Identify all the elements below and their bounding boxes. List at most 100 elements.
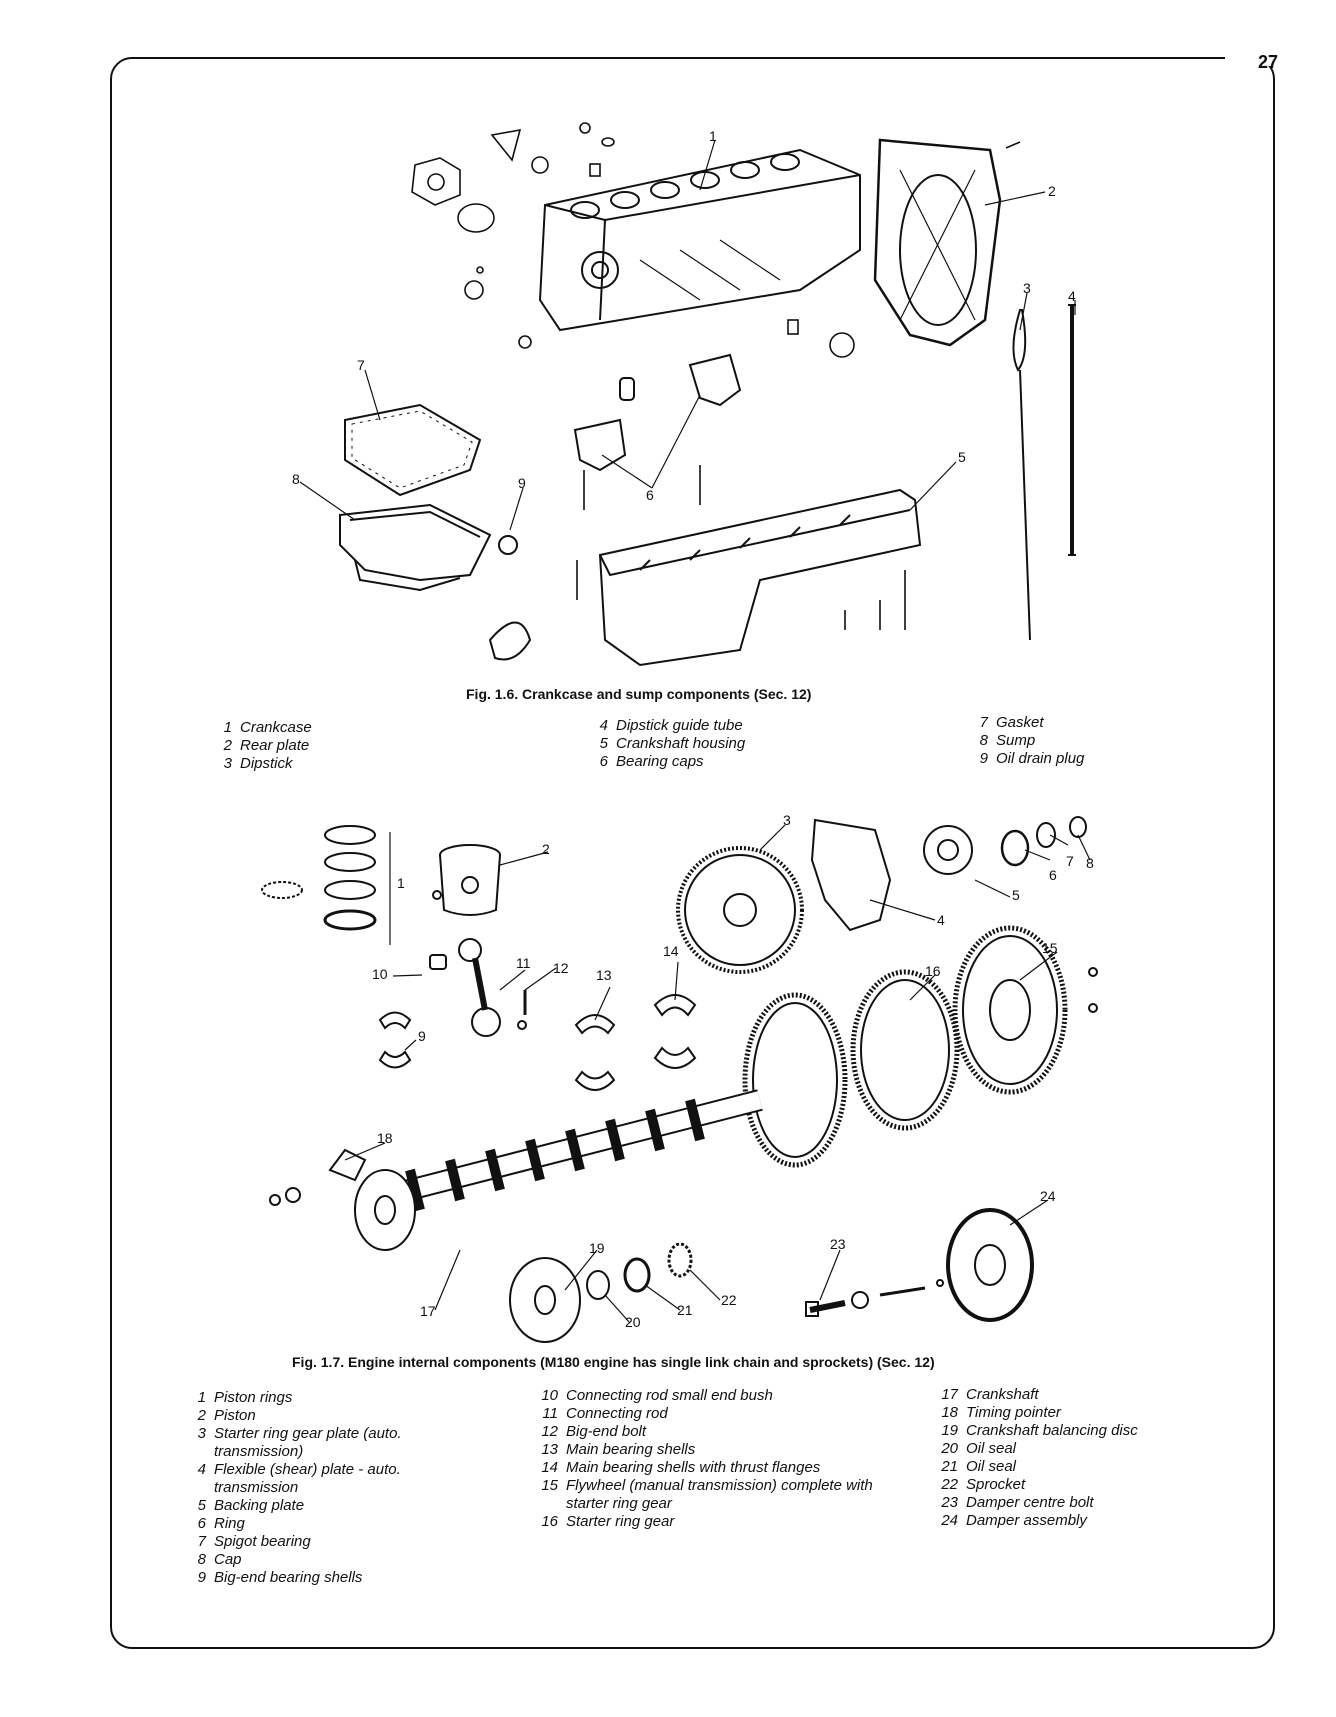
callout-16: 16 <box>925 963 941 979</box>
balancing-disc-drawing <box>509 1242 693 1343</box>
border-gap <box>1225 50 1285 66</box>
callout-9: 9 <box>418 1028 426 1044</box>
fig-1-7-caption: Fig. 1.7. Engine internal components (M1… <box>292 1354 935 1370</box>
callout-1: 1 <box>397 875 405 891</box>
piston-rings-drawing <box>261 825 391 945</box>
callout-22: 22 <box>721 1292 737 1308</box>
backing-plate-drawing <box>923 816 1087 875</box>
small-parts-drawing <box>411 122 1021 358</box>
callout-12: 12 <box>553 960 569 976</box>
rear-plate-drawing <box>873 138 1002 347</box>
callout-21: 21 <box>677 1302 693 1318</box>
flexible-plate-drawing <box>810 818 892 932</box>
leader-lines <box>299 139 1076 531</box>
callout-9: 9 <box>518 475 526 491</box>
callout-2: 2 <box>542 841 550 857</box>
drain-plug-drawing <box>498 535 518 555</box>
callout-13: 13 <box>596 967 612 983</box>
crankcase-drawing <box>538 148 861 332</box>
callout-5: 5 <box>958 449 966 465</box>
crankshaft-drawing <box>354 1089 763 1251</box>
callout-11: 11 <box>516 955 531 971</box>
page-border <box>110 57 1275 1649</box>
callout-4: 4 <box>1068 288 1076 304</box>
callout-1: 1 <box>709 128 717 144</box>
bearing-shells-drawing <box>378 994 697 1091</box>
callout-8: 8 <box>1086 855 1094 871</box>
damper-drawing <box>805 1208 1034 1322</box>
callout-10: 10 <box>372 966 388 982</box>
gasket-drawing <box>344 403 482 497</box>
callout-3: 3 <box>783 812 791 828</box>
crankshaft-flywheel-drawing <box>742 992 848 1168</box>
dipstick-drawing <box>1012 304 1076 641</box>
callout-3: 3 <box>1023 280 1031 296</box>
callout-24: 24 <box>1040 1188 1056 1204</box>
ring-gear-plate-drawing <box>676 846 804 974</box>
callout-8: 8 <box>292 471 300 487</box>
sump-drawing <box>339 503 492 592</box>
callout-6: 6 <box>646 487 654 503</box>
callout-14: 14 <box>663 943 679 959</box>
fig-1-7-illustration <box>261 816 1098 1343</box>
callout-4: 4 <box>937 912 945 928</box>
callout-19: 19 <box>589 1240 605 1256</box>
bolts-drawing <box>576 465 906 630</box>
callout-6: 6 <box>1049 867 1057 883</box>
connecting-rod-drawing <box>429 938 527 1037</box>
callout-17: 17 <box>420 1303 436 1319</box>
fig-1-6-caption: Fig. 1.6. Crankcase and sump components … <box>466 686 812 702</box>
piston-drawing <box>432 844 501 916</box>
starter-ring-gear-drawing <box>850 969 960 1131</box>
leader-lines <box>344 824 1091 1324</box>
callout-15: 15 <box>1042 940 1058 956</box>
callout-18: 18 <box>377 1130 393 1146</box>
bearing-caps-drawing <box>573 353 742 472</box>
timing-pointer-drawing <box>269 1148 367 1206</box>
callout-5: 5 <box>1012 887 1020 903</box>
flywheel-drawing <box>952 925 1098 1095</box>
callout-7: 7 <box>1066 853 1074 869</box>
callout-20: 20 <box>625 1314 641 1330</box>
page-number: 27 <box>1258 52 1279 72</box>
crankshaft-housing-drawing <box>598 488 922 667</box>
